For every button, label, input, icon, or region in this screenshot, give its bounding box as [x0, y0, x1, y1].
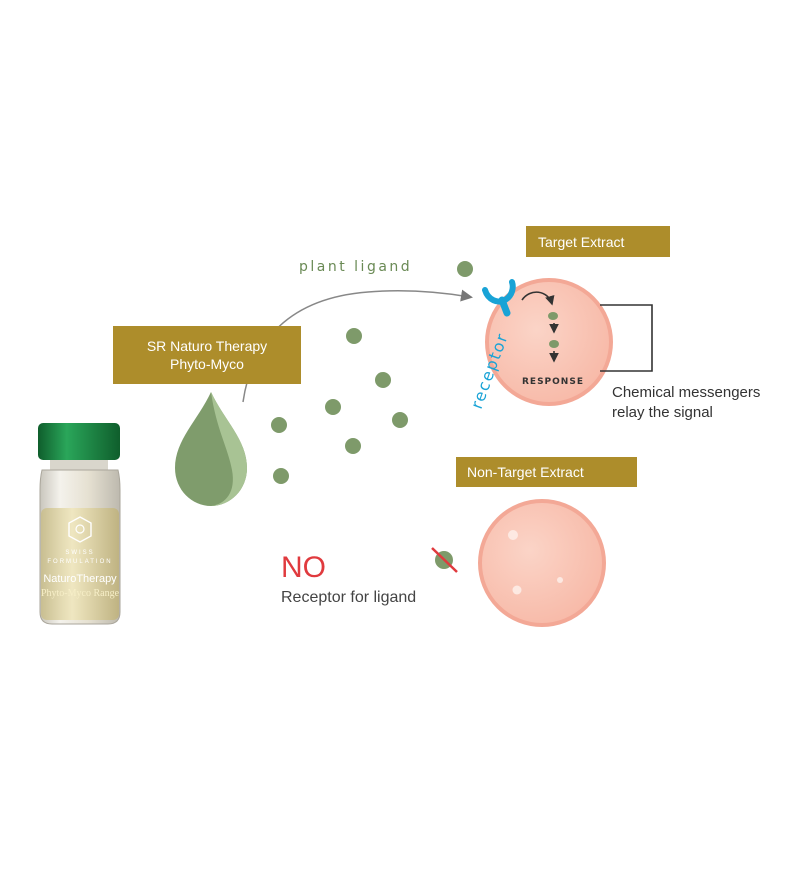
vial-brand-line1: SWISS — [65, 550, 94, 556]
ligand-dot — [457, 261, 473, 277]
chemical-messengers-line2: relay the signal — [612, 404, 713, 421]
vial-logo-icon — [68, 516, 92, 543]
vial-brand-line2: FORMULATION — [47, 559, 112, 565]
ligand-particles — [271, 261, 473, 484]
target-extract-text: Target Extract — [538, 233, 625, 250]
plant-ligand-label: plant ligand — [299, 259, 412, 275]
vial-range-name: Phyto-Myco Range — [41, 588, 120, 599]
blocked-ligand-icon — [431, 547, 458, 573]
ligand-dot — [375, 372, 391, 388]
ligand-dot — [273, 468, 289, 484]
no-label: NO — [281, 551, 326, 584]
signal-curve-arrow — [521, 291, 555, 306]
product-label-line1: SR Naturo Therapy — [146, 338, 268, 354]
product-label-line2: Phyto-Myco — [170, 356, 244, 372]
non-target-extract-label: Non-Target Extract — [456, 457, 637, 487]
receptor-icon — [482, 279, 516, 317]
ligand-dot — [392, 412, 408, 428]
target-extract-label: Target Extract — [526, 226, 670, 257]
signal-bracket — [600, 304, 653, 372]
vial-cap — [38, 423, 120, 460]
no-receptor-text: Receptor for ligand — [281, 589, 416, 606]
non-target-cell — [478, 499, 606, 627]
messenger-dot — [549, 340, 559, 348]
vial-neck — [50, 460, 108, 470]
ligand-dot — [325, 399, 341, 415]
non-target-extract-text: Non-Target Extract — [467, 464, 584, 480]
messenger-dot — [548, 312, 558, 320]
product-label-box: SR Naturo Therapy Phyto-Myco — [113, 326, 301, 384]
vial: SWISS FORMULATION NaturoTherapy Phyto-My… — [38, 423, 121, 625]
ligand-dot — [271, 417, 287, 433]
chemical-messengers-line1: Chemical messengers — [612, 384, 760, 401]
ligand-dot — [346, 328, 362, 344]
plant-drop-icon — [175, 392, 247, 506]
target-cell: RESPONSE — [485, 278, 613, 406]
vial-liquid — [41, 508, 119, 620]
vial-product-name: NaturoTherapy — [43, 573, 117, 585]
ligand-dot — [345, 438, 361, 454]
response-label: RESPONSE — [522, 377, 584, 387]
